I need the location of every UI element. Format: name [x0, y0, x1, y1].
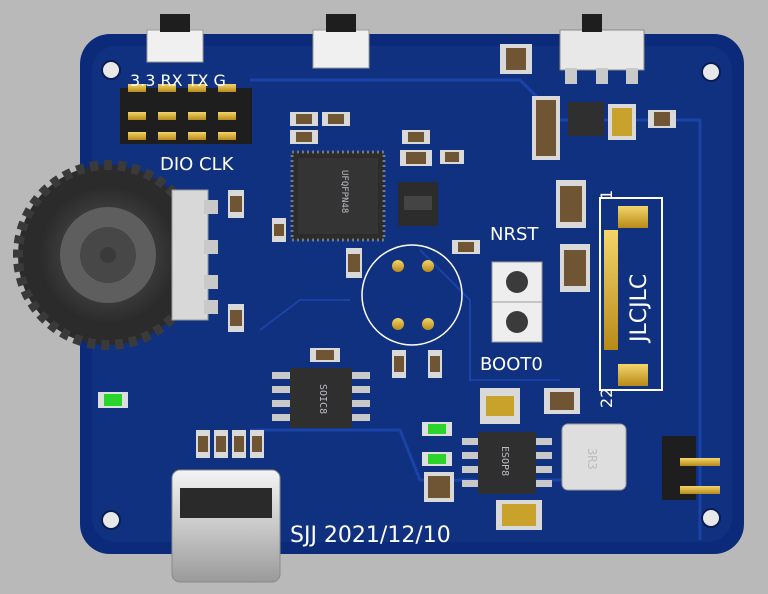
pin-header-4x2: [120, 84, 252, 144]
crystal-footprint: [361, 244, 463, 346]
jlc-label: JLCJLC: [627, 274, 652, 344]
signature: SJJ 2021/12/10: [290, 523, 451, 548]
boot0-button: [491, 301, 543, 343]
slide-switch: [559, 14, 645, 84]
leds: [98, 392, 452, 466]
mcu-chip: [290, 150, 386, 242]
top-button-left: [146, 14, 204, 63]
nrst-button: [491, 261, 543, 303]
boot0-label: BOOT0: [480, 354, 543, 375]
esop-marking: ESOP8: [499, 446, 510, 476]
esop8-chip: [462, 432, 552, 494]
inductor-marking: 3R3: [585, 448, 599, 470]
top-button-mid: [312, 14, 370, 69]
trace-outline-2: [259, 249, 560, 381]
pin-header-2: [662, 436, 720, 500]
pin22-label: 22: [597, 388, 616, 408]
copper-pour: [92, 46, 732, 542]
rotary-encoder: [13, 160, 218, 350]
regulator-chip: [398, 182, 438, 226]
header-label: 3.3 RX TX G: [130, 71, 226, 90]
soic-marking: SOIC8: [317, 384, 328, 414]
fpc-connector: [599, 197, 663, 391]
debug-label: DIO CLK: [160, 154, 235, 175]
mounting-holes: [101, 60, 721, 530]
inductor: [561, 423, 627, 491]
passive-components: [196, 44, 676, 530]
soic8-chip: [272, 368, 370, 428]
mcu-marking: UFQFPN48: [339, 170, 349, 213]
pin1-label: 1: [597, 190, 616, 200]
usb-c-connector: [171, 469, 281, 583]
nrst-label: NRST: [490, 224, 539, 245]
